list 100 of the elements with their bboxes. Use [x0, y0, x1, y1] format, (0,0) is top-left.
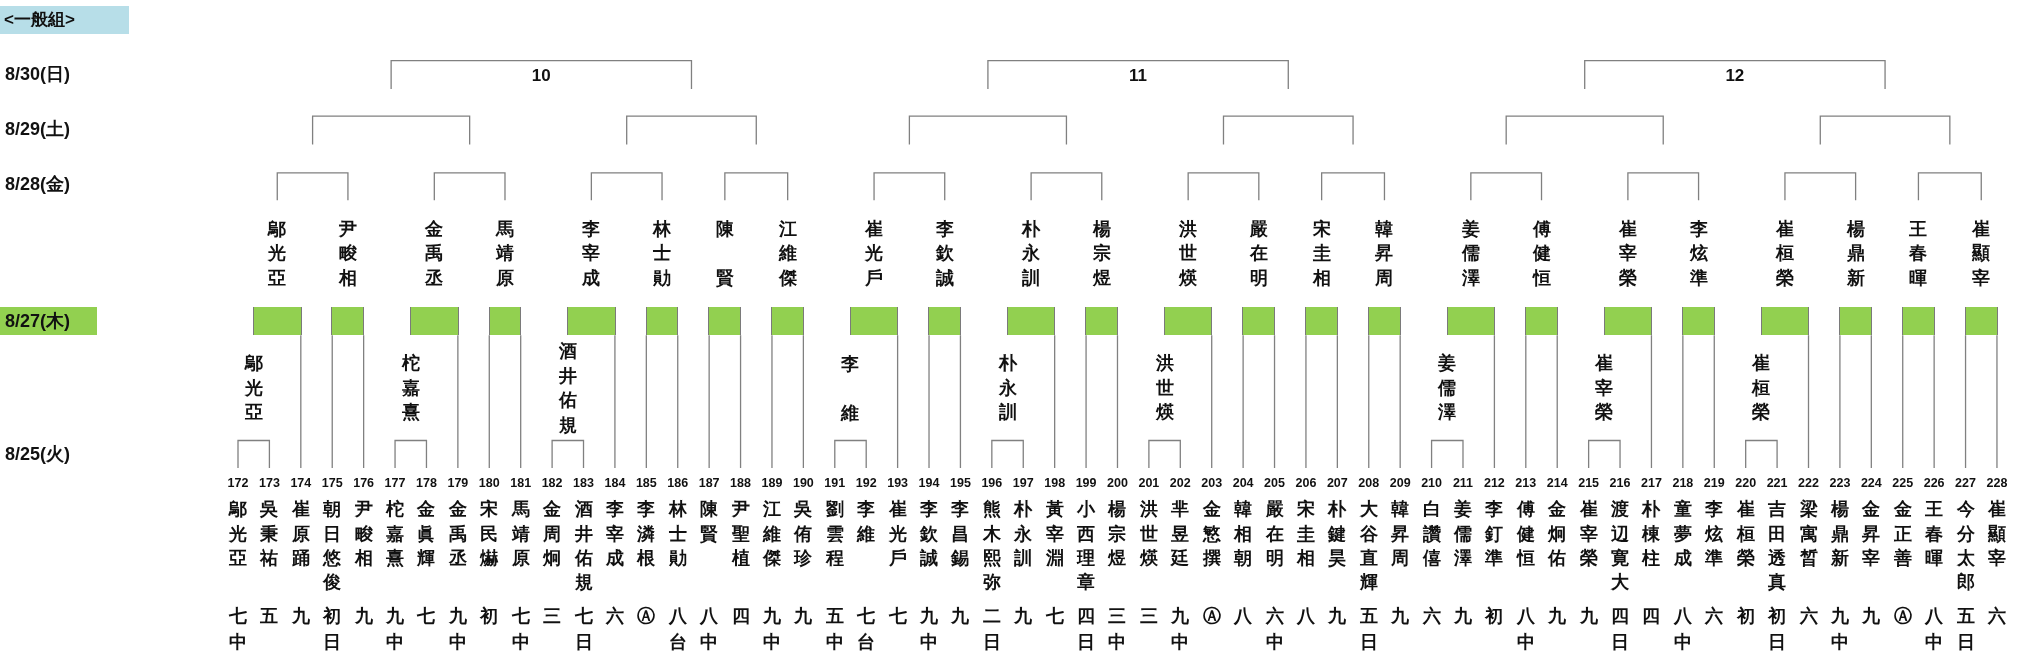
school-label: 九中 [386, 603, 405, 654]
player-name: 吉田透真 [1768, 497, 1787, 594]
bracket-line [1627, 172, 1700, 201]
block-number: 12 [1725, 65, 1745, 86]
winner-name: 王春暉 [1909, 216, 1928, 290]
school-label: 四日 [1077, 603, 1096, 654]
player-name: 崔原踊 [291, 497, 310, 570]
entry-number: 204 [1232, 476, 1254, 491]
entry-number: 224 [1860, 476, 1882, 491]
school-label: 四 [1642, 603, 1661, 628]
bracket-line [1030, 172, 1103, 201]
player-name: 楊宗煜 [1108, 497, 1127, 570]
entry-number: 187 [698, 476, 720, 491]
player-name: 馬靖原 [511, 497, 530, 570]
winner-name: 李宰成 [582, 216, 601, 290]
entry-number: 212 [1483, 476, 1505, 491]
entry-number: 202 [1169, 476, 1191, 491]
entry-number: 219 [1703, 476, 1725, 491]
winner-name: 宋圭相 [1312, 216, 1331, 290]
connector-line [1870, 334, 1872, 469]
player-name: 朴永訓 [1014, 497, 1033, 570]
entry-number: 199 [1075, 476, 1097, 491]
school-label: 九 [1862, 603, 1881, 628]
entry-number: 196 [981, 476, 1003, 491]
winner-name: 鄔光亞 [268, 216, 287, 290]
winner-name: 朴永訓 [998, 351, 1017, 425]
connector-line [1964, 334, 1967, 469]
school-label: 三 [1139, 603, 1158, 628]
school-label: 五中 [825, 603, 844, 654]
entry-number: 223 [1829, 476, 1851, 491]
bracket-line [834, 439, 867, 469]
school-label: 三中 [1108, 603, 1127, 654]
school-label: 九 [794, 603, 813, 628]
entry-number: 198 [1044, 476, 1066, 491]
connector-line [802, 334, 805, 469]
entry-number: 225 [1892, 476, 1914, 491]
entry-number: 220 [1735, 476, 1757, 491]
entry-number: 216 [1609, 476, 1631, 491]
winner-name: 崔宰榮 [1595, 351, 1614, 425]
bracket-line [276, 172, 349, 201]
player-name: 李炫準 [1705, 497, 1724, 570]
winner-name: 李炫準 [1689, 216, 1708, 290]
player-name: 王春暉 [1925, 497, 1944, 570]
connector-line [300, 334, 302, 469]
player-name: 金眞輝 [417, 497, 436, 570]
player-name: 李釘準 [1485, 497, 1504, 570]
entry-number: 190 [792, 476, 814, 491]
school-label: 七日 [574, 603, 593, 654]
match-bar [1163, 307, 1213, 336]
match-bar [252, 307, 302, 336]
school-label: 五 [260, 603, 279, 628]
player-name: 宋民爀 [480, 497, 499, 570]
match-bar [1006, 307, 1056, 336]
school-label: 六中 [1265, 603, 1284, 654]
connector-line [1525, 334, 1527, 469]
player-name: 李潾根 [637, 497, 656, 570]
connector-line [1933, 334, 1935, 469]
match-bar [1682, 307, 1715, 336]
entry-number: 172 [227, 476, 249, 491]
player-name: 韓相朝 [1234, 497, 1253, 570]
player-name: 尹聖植 [731, 497, 750, 570]
entry-number: 227 [1955, 476, 1976, 491]
entry-number: 184 [604, 476, 626, 491]
player-name: 金慜撰 [1202, 497, 1221, 570]
entry-number: 201 [1138, 476, 1160, 491]
connector-line [363, 334, 365, 469]
match-bar [331, 307, 365, 336]
bracket-line [394, 439, 428, 469]
connector-line [1116, 334, 1119, 469]
bracket-line [1745, 439, 1778, 469]
winner-name: 嚴在明 [1249, 216, 1268, 290]
date-label: 8/28(金) [5, 173, 71, 195]
school-label: 九 [291, 603, 310, 628]
match-bar [1760, 307, 1810, 336]
player-name: 嚴在明 [1265, 497, 1284, 570]
match-bar [928, 307, 962, 336]
school-label: 九 [1548, 603, 1567, 628]
school-label: 七 [1045, 603, 1064, 628]
school-label: 初 [1485, 603, 1504, 628]
winner-name: 江維傑 [778, 216, 797, 290]
connector-line [1336, 334, 1338, 469]
winner-name: 李維 [841, 352, 860, 425]
match-bar [1085, 307, 1119, 336]
school-label: 八中 [1925, 603, 1944, 654]
player-name: 金周炯 [543, 497, 562, 570]
match-bar [488, 307, 522, 336]
winner-name: 崔光戶 [865, 216, 884, 290]
school-label: 四 [731, 603, 750, 628]
winner-name: 崔顯宰 [1972, 216, 1991, 290]
player-name: 李欽誠 [920, 497, 938, 570]
school-label: 八 [1296, 603, 1315, 628]
date-label: 8/29(土) [5, 118, 71, 140]
bracket-line [433, 172, 506, 201]
school-label: 五日 [1359, 603, 1378, 654]
entry-number: 193 [887, 476, 909, 491]
entry-number: 197 [1012, 476, 1034, 491]
entry-number: 177 [384, 476, 406, 491]
entry-number: 206 [1295, 476, 1317, 491]
match-bar [1839, 307, 1873, 336]
school-label: 八中 [1516, 603, 1535, 654]
